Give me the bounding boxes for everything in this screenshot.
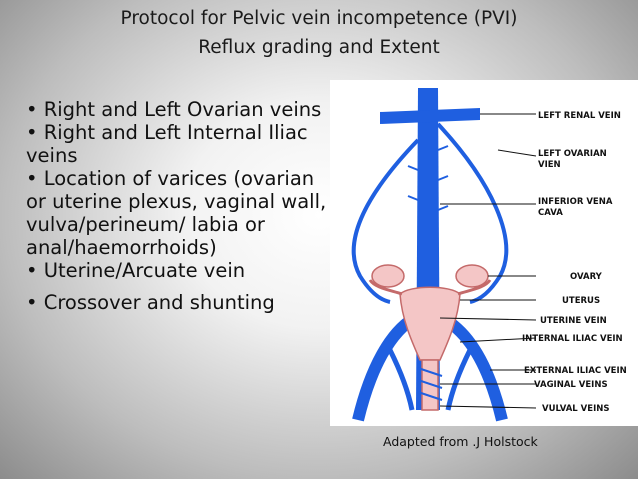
label-leaders (439, 113, 537, 409)
right-ovary (371, 264, 405, 288)
label-vulval-veins: VULVAL VEINS (542, 404, 609, 414)
label-inferior-vena-cava-2: CAVA (538, 208, 563, 218)
label-left-renal-vein: LEFT RENAL VEIN (538, 111, 621, 121)
left-internal-iliac-vein (445, 348, 473, 411)
bullet-varices-location: • Location of varices (ovarian or uterin… (26, 167, 327, 259)
left-ovary (455, 264, 489, 288)
vaginal-veins (417, 367, 443, 401)
right-fallopian-tube (368, 279, 403, 296)
image-credit: Adapted from .J Holstock (383, 434, 538, 449)
bullet-uterine-arcuate-vein: • Uterine/Arcuate vein (26, 259, 246, 282)
label-ovary: OVARY (570, 272, 603, 282)
pelvic-vein-svg: LEFT RENAL VEIN LEFT OVARIAN VIEN INFERI… (351, 88, 627, 422)
label-uterus: UTERUS (562, 296, 600, 306)
bullet-ovarian-veins: • Right and Left Ovarian veins (26, 98, 322, 121)
label-vaginal-veins: VAGINAL VEINS (534, 380, 608, 390)
uterus (399, 286, 461, 361)
label-uterine-vein: UTERINE VEIN (540, 316, 607, 326)
label-left-ovarian-vein-2: VIEN (538, 160, 561, 170)
bullet-list: • Right and Left Ovarian veins • Right a… (26, 98, 331, 314)
slide-title: Protocol for Pelvic vein incompetence (P… (120, 8, 518, 29)
bullet-crossover-shunting: • Crossover and shunting (26, 291, 275, 314)
slide-subtitle: Reflux grading and Extent (198, 37, 440, 58)
left-ovarian-vein (436, 122, 509, 304)
right-internal-iliac-vein (387, 348, 415, 411)
bullet-internal-iliac-veins: • Right and Left Internal Iliac veins (26, 121, 308, 167)
label-internal-iliac-vein: INTERNAL ILIAC VEIN (522, 334, 623, 344)
left-renal-vein (380, 108, 480, 124)
ivc-tributaries (407, 145, 449, 211)
label-inferior-vena-cava-1: INFERIOR VENA (538, 197, 613, 207)
label-external-iliac-vein: EXTERNAL ILIAC VEIN (524, 366, 627, 376)
label-left-ovarian-vein-1: LEFT OVARIAN (538, 149, 607, 159)
right-ovarian-vein (351, 138, 420, 304)
pelvic-vein-diagram: LEFT RENAL VEIN LEFT OVARIAN VIEN INFERI… (330, 80, 638, 426)
left-fallopian-tube (457, 279, 492, 296)
